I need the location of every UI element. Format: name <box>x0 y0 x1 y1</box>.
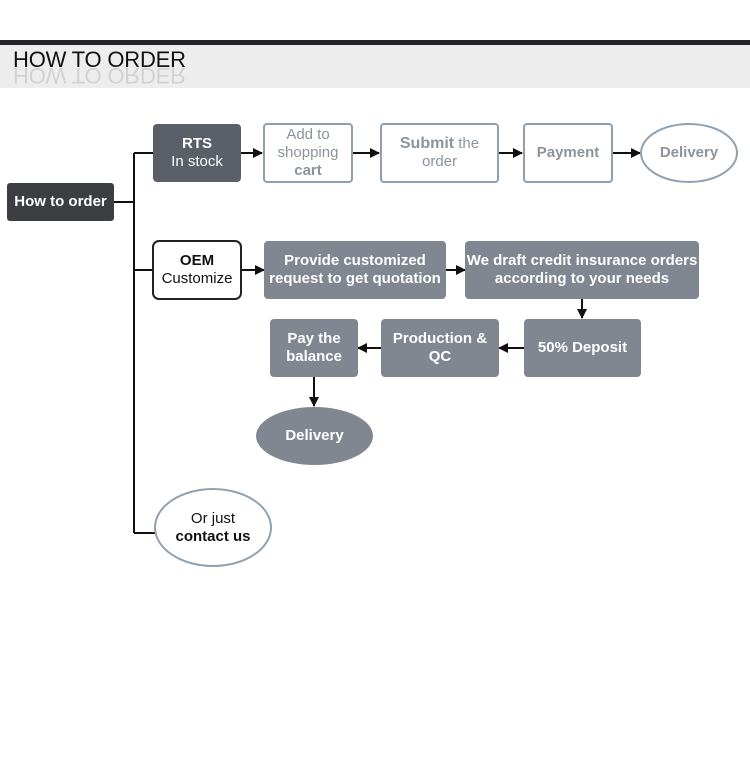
oem-subtitle: Customize <box>161 270 233 287</box>
draft-orders-node: We draft credit insurance orders accordi… <box>465 241 699 299</box>
contact-us-ellipse: Or just contact us <box>154 488 272 567</box>
add-line-1: Add to <box>286 126 330 143</box>
how-to-order-label: How to order <box>14 193 107 210</box>
submit-line-1: Submit the <box>400 135 479 153</box>
contact-line-1: Or just <box>190 509 236 527</box>
delivery-ellipse-oem: Delivery <box>256 407 373 465</box>
delivery-label-oem: Delivery <box>285 427 344 444</box>
draft-line-2: according to your needs <box>494 270 670 287</box>
header-top-bar <box>0 40 750 45</box>
add-to-cart-node: Add to shopping cart <box>263 123 353 183</box>
add-line-2: shopping <box>277 144 339 161</box>
contact-line-2: contact us <box>175 527 251 545</box>
draft-line-1: We draft credit insurance orders <box>466 252 698 269</box>
add-line-3: cart <box>294 162 322 179</box>
rts-title: RTS <box>182 135 212 152</box>
submit-rest: the <box>458 135 480 152</box>
rts-subtitle: In stock <box>171 153 223 170</box>
delivery-ellipse-rts: Delivery <box>640 123 738 183</box>
provide-line-1: Provide customized <box>284 252 426 269</box>
production-line-2: QC <box>428 348 452 365</box>
submit-order-node: Submit the order <box>380 123 499 183</box>
deposit-node: 50% Deposit <box>524 319 641 377</box>
submit-line-2: order <box>421 153 458 170</box>
rts-node: RTS In stock <box>153 124 241 182</box>
page-title: HOW TO ORDER <box>13 47 186 72</box>
delivery-label-rts: Delivery <box>659 144 719 161</box>
deposit-label: 50% Deposit <box>537 339 628 356</box>
how-to-order-node: How to order <box>7 183 114 221</box>
oem-title: OEM <box>179 252 215 269</box>
oem-node: OEM Customize <box>152 240 242 300</box>
production-line-1: Production & <box>392 330 488 347</box>
provide-line-2: request to get quotation <box>269 270 441 287</box>
production-qc-node: Production & QC <box>381 319 499 377</box>
header-banner: HOW TO ORDER HOW TO ORDER <box>0 45 750 88</box>
pay-line-1: Pay the <box>287 330 341 347</box>
pay-balance-node: Pay the balance <box>270 319 358 377</box>
payment-node: Payment <box>523 123 613 183</box>
pay-line-2: balance <box>286 348 342 365</box>
submit-bold: Submit <box>399 135 455 152</box>
payment-label: Payment <box>536 144 600 161</box>
provide-request-node: Provide customized request to get quotat… <box>264 241 446 299</box>
